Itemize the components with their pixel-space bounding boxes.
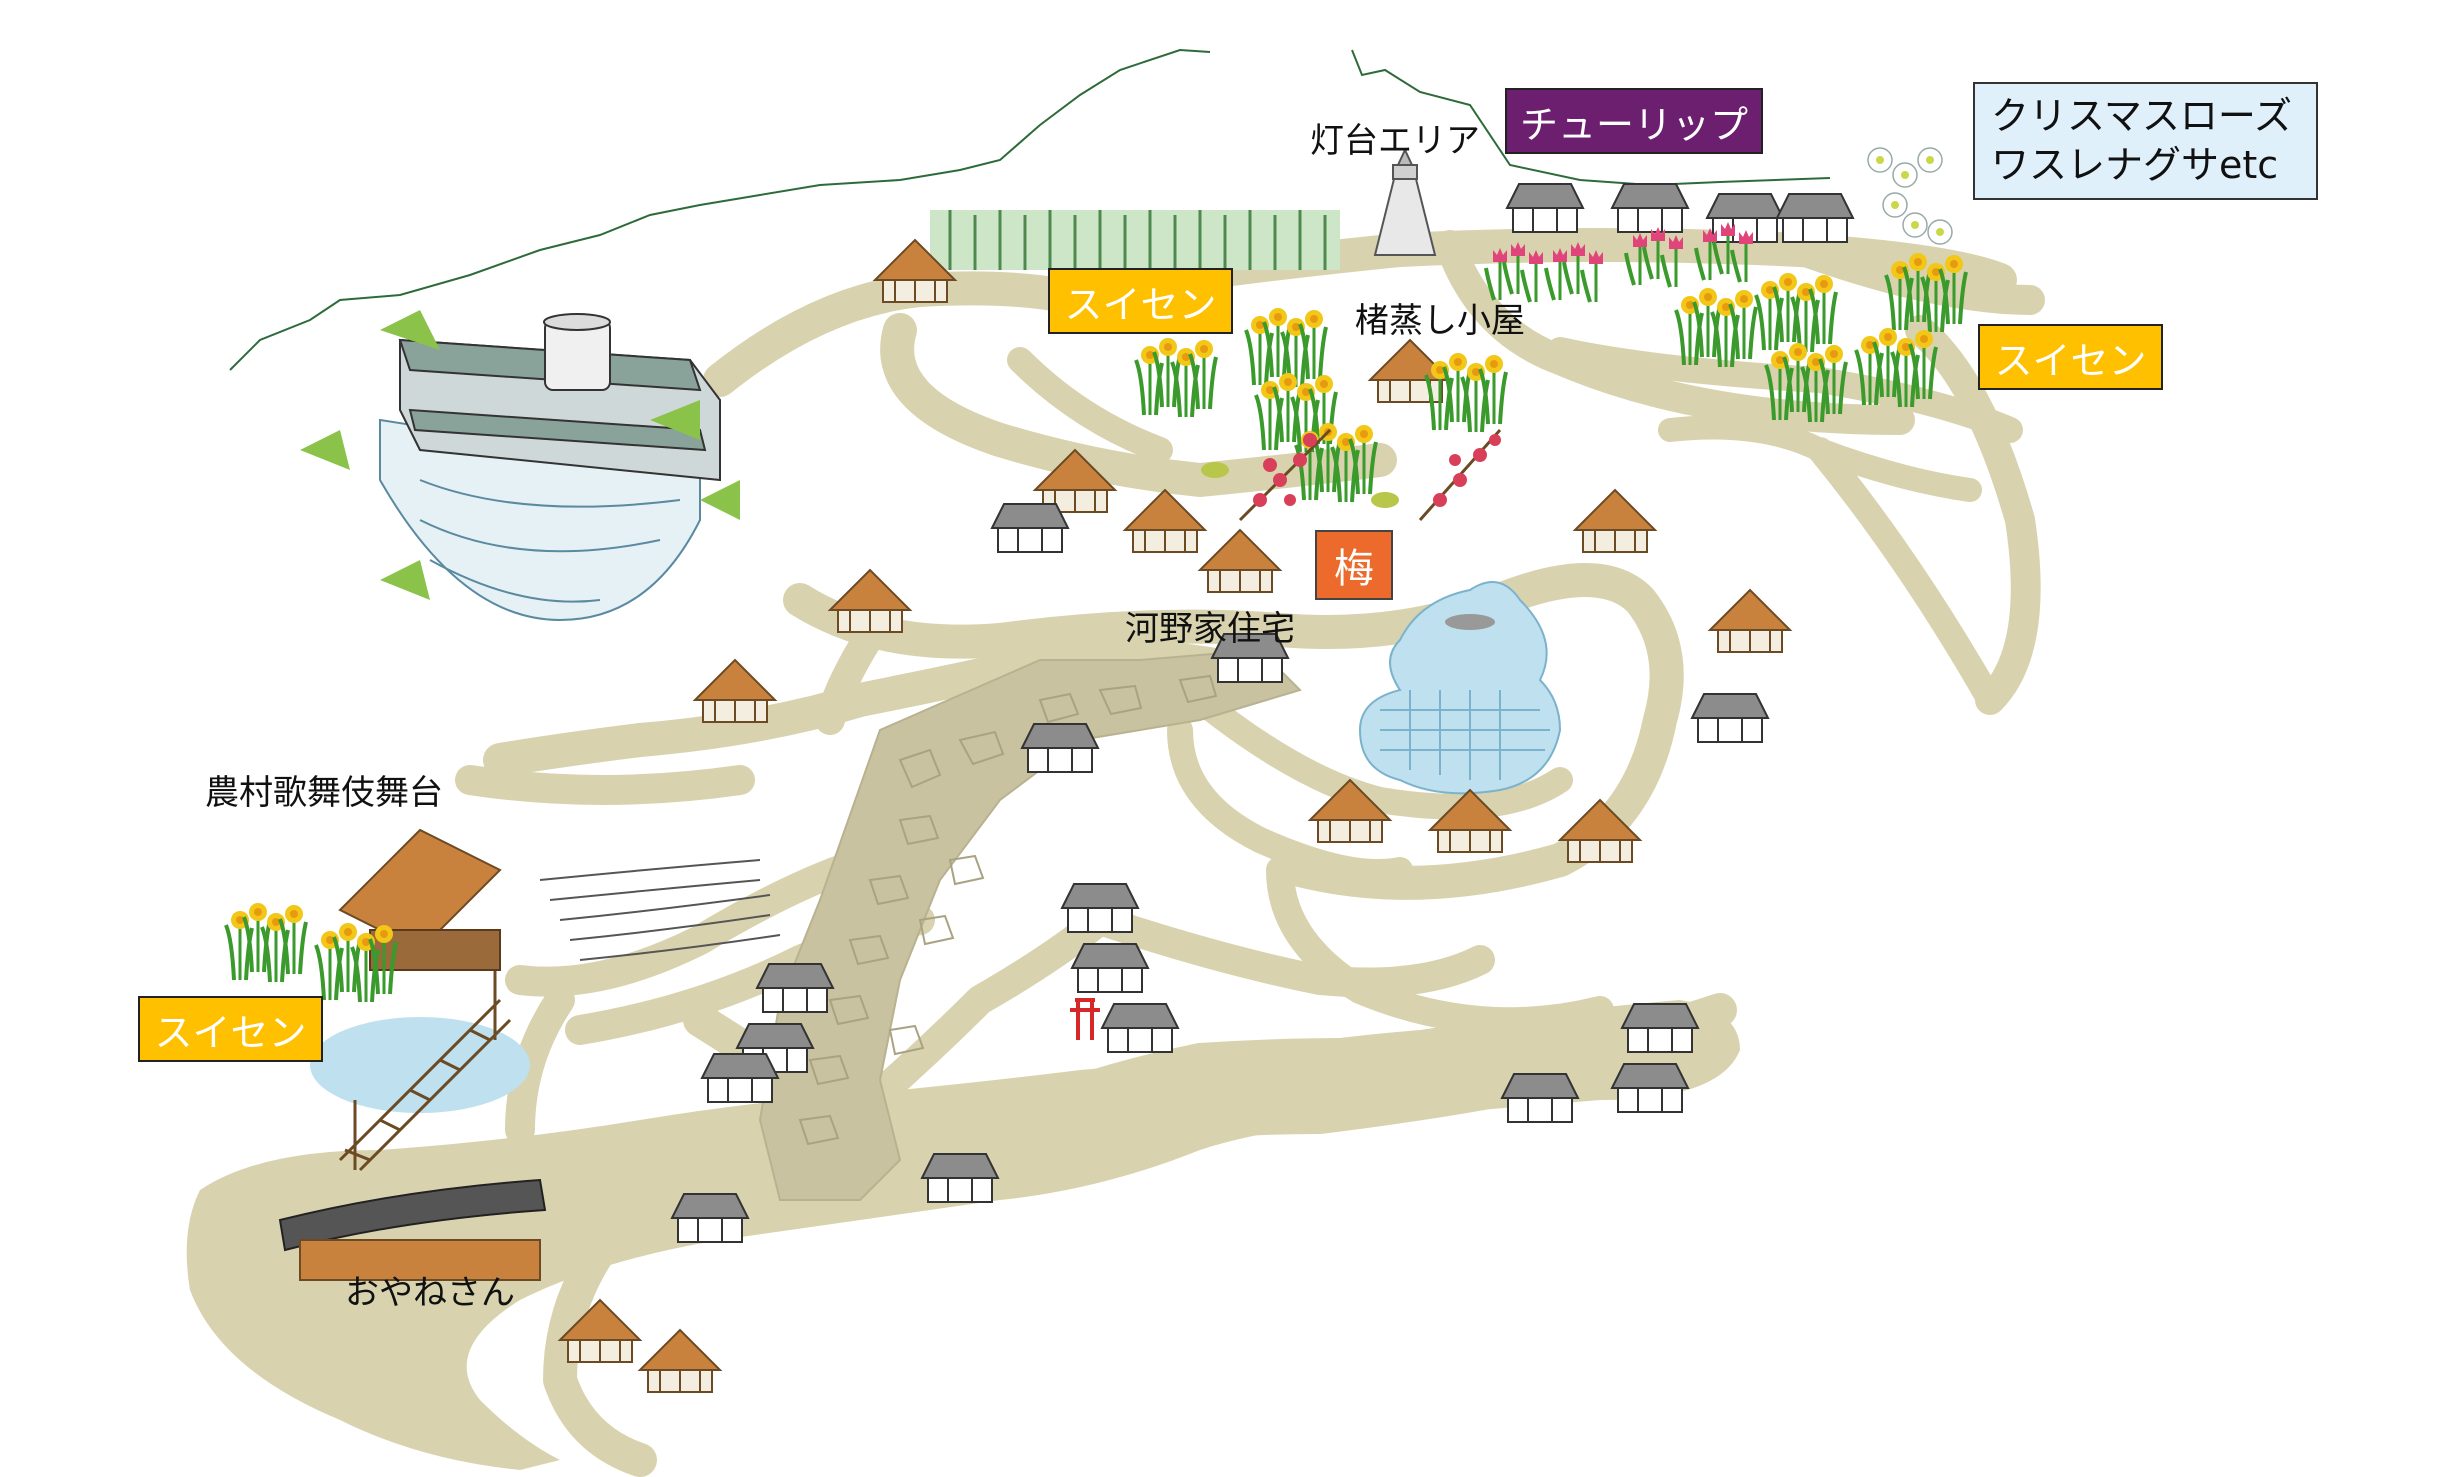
tulip-tag: チューリップ [1505,88,1763,154]
christmas-rose-tag-line1: クリスマスローズ [1991,93,2292,138]
mountain-ridge-line [229,48,1211,371]
suisen-tag-top: スイセン [1048,268,1233,334]
kawano-house-label: 河野家住宅 [1125,609,1295,649]
suisen-tag-left: スイセン [138,996,323,1062]
christmas-rose-tag-line2: ワスレナグサetc [1991,143,2279,187]
pond-icon [1358,581,1562,795]
christmas-rose-icon [1867,147,1953,245]
mountain-ridge-line [1351,49,1831,187]
plum-blossom-icon [1201,428,1502,522]
oyanesan-label: おやねさん [345,1273,515,1313]
christmas-rose-tag: クリスマスローズ ワスレナグサetc [1973,82,2318,200]
suspension-bridge-icon [338,970,512,1172]
stone-pattern [798,674,1218,1146]
main-plaza-path [186,1000,1741,1470]
toudai-area-label: 灯台エリア [1310,121,1480,161]
terraced-field [539,859,781,961]
tree-hedge [930,210,1340,270]
museum-building-icon [300,310,740,622]
oyanesan-building [278,1178,547,1281]
choumushi-hut-label: 楮蒸し小屋 [1355,301,1525,341]
suisen-tag-right: スイセン [1978,324,2163,390]
kabuki-stage-label: 農村歌舞伎舞台 [205,773,443,813]
pond-icon [310,1017,530,1113]
torii-icon [1070,998,1100,1040]
lighthouse-icon [1373,147,1437,256]
ume-tag: 梅 [1315,530,1393,600]
